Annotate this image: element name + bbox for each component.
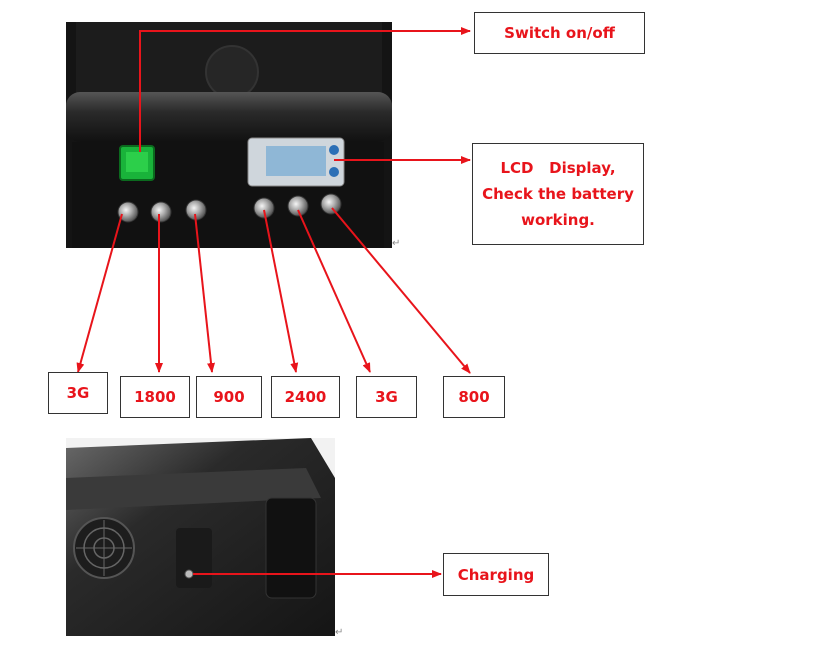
battery-panel-photo: [66, 22, 392, 248]
label-port-800: 800: [443, 376, 505, 418]
lcd-line-2: Check the battery: [482, 185, 634, 203]
arrow-port6: [331, 207, 471, 374]
label-port-3g-1: 3G: [48, 372, 108, 414]
arrow-port5: [297, 209, 371, 373]
lcd-line-3: working.: [521, 211, 595, 229]
lcd-line-1: LCD Display,: [500, 159, 616, 177]
arrow-port1: [76, 213, 123, 373]
label-switch: Switch on/off: [474, 12, 645, 54]
label-port-3g-2: 3G: [356, 376, 417, 418]
arrow-switch: [139, 27, 471, 152]
arrow-port3: [194, 213, 216, 373]
output-knobs: [117, 193, 342, 223]
fan-grille: [73, 517, 135, 579]
arrow-port4: [263, 209, 299, 373]
label-lcd: LCD Display, Check the battery working.: [472, 143, 644, 245]
label-port-900: 900: [196, 376, 262, 418]
label-charging: Charging: [443, 553, 549, 596]
label-port-1800: 1800: [120, 376, 190, 418]
label-port-2400: 2400: [271, 376, 340, 418]
paragraph-mark-icon: ↵: [392, 238, 401, 249]
case-side-photo: [66, 438, 335, 636]
paragraph-mark-icon: ↵: [335, 627, 344, 638]
